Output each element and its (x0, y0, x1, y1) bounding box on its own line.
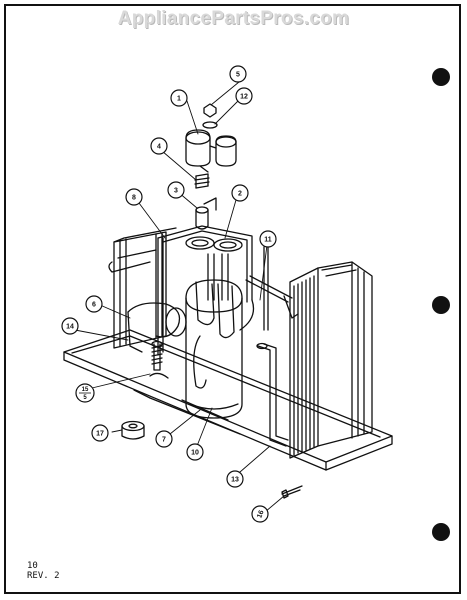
callout-15-label: 15 (82, 387, 89, 393)
callout-11: 11 (259, 230, 277, 248)
callout-12: 12 (235, 87, 253, 105)
binder-hole-middle (432, 296, 450, 314)
nut-and-washer (202, 103, 218, 129)
callout-5: 5 (229, 65, 247, 83)
callout-3-label: 3 (174, 188, 178, 195)
callout-11-label: 11 (264, 237, 272, 244)
callout-17-label: 17 (96, 431, 104, 438)
callout-17: 17 (91, 424, 109, 442)
screw (281, 485, 303, 499)
callouts: 1 2 3 4 5 6 7 (61, 65, 277, 523)
callout-10-label: 10 (191, 450, 199, 457)
callout-7-label: 7 (162, 437, 166, 444)
callout-8-label: 8 (132, 195, 136, 202)
base-pan (63, 329, 393, 471)
callout-7: 7 (155, 430, 173, 448)
callout-14: 14 (61, 317, 79, 335)
callout-1: 1 (170, 89, 188, 107)
callout-1-label: 1 (177, 96, 181, 103)
callout-16: 16 (251, 505, 269, 523)
callout-16-label: 16 (256, 509, 265, 519)
callout-3: 3 (167, 181, 185, 199)
mounting-bolt (149, 340, 169, 379)
callout-13: 13 (226, 470, 244, 488)
watermark: AppliancePartsPros.com (117, 8, 350, 29)
compressor (185, 253, 243, 419)
base-mount-pads (133, 389, 241, 435)
condenser-coil (289, 261, 373, 459)
callout-14-label: 14 (66, 324, 74, 331)
callout-6: 6 (85, 295, 103, 313)
callout-5-label: 5 (236, 72, 240, 79)
callout-4: 4 (150, 137, 168, 155)
grommet-block (185, 129, 237, 173)
callout-15-sub-label: 5 (83, 395, 87, 401)
callout-10: 10 (186, 443, 204, 461)
spring-part (194, 173, 210, 189)
callout-2-label: 2 (238, 191, 242, 198)
page-footer: 10 REV. 2 (27, 561, 60, 581)
page-border (4, 4, 461, 594)
callout-2: 2 (231, 184, 249, 202)
binder-hole-top (432, 68, 450, 86)
callout-13-label: 13 (231, 477, 239, 484)
binder-hole-bottom (432, 523, 450, 541)
drain-tube (256, 342, 289, 447)
rubber-grommet (121, 420, 145, 440)
callout-12-label: 12 (240, 94, 248, 101)
callout-15-5: 15 5 (75, 383, 95, 403)
refrigerant-lines (157, 225, 299, 356)
page-number: 10 (27, 561, 38, 571)
wire-loop (127, 302, 187, 353)
leader-lines (74, 81, 285, 513)
revision-label: REV. 2 (27, 571, 60, 581)
callout-6-label: 6 (92, 302, 96, 309)
callout-8: 8 (125, 188, 143, 206)
callout-4-label: 4 (157, 144, 161, 151)
top-fittings (185, 197, 243, 252)
evaporator-coil (108, 227, 177, 349)
